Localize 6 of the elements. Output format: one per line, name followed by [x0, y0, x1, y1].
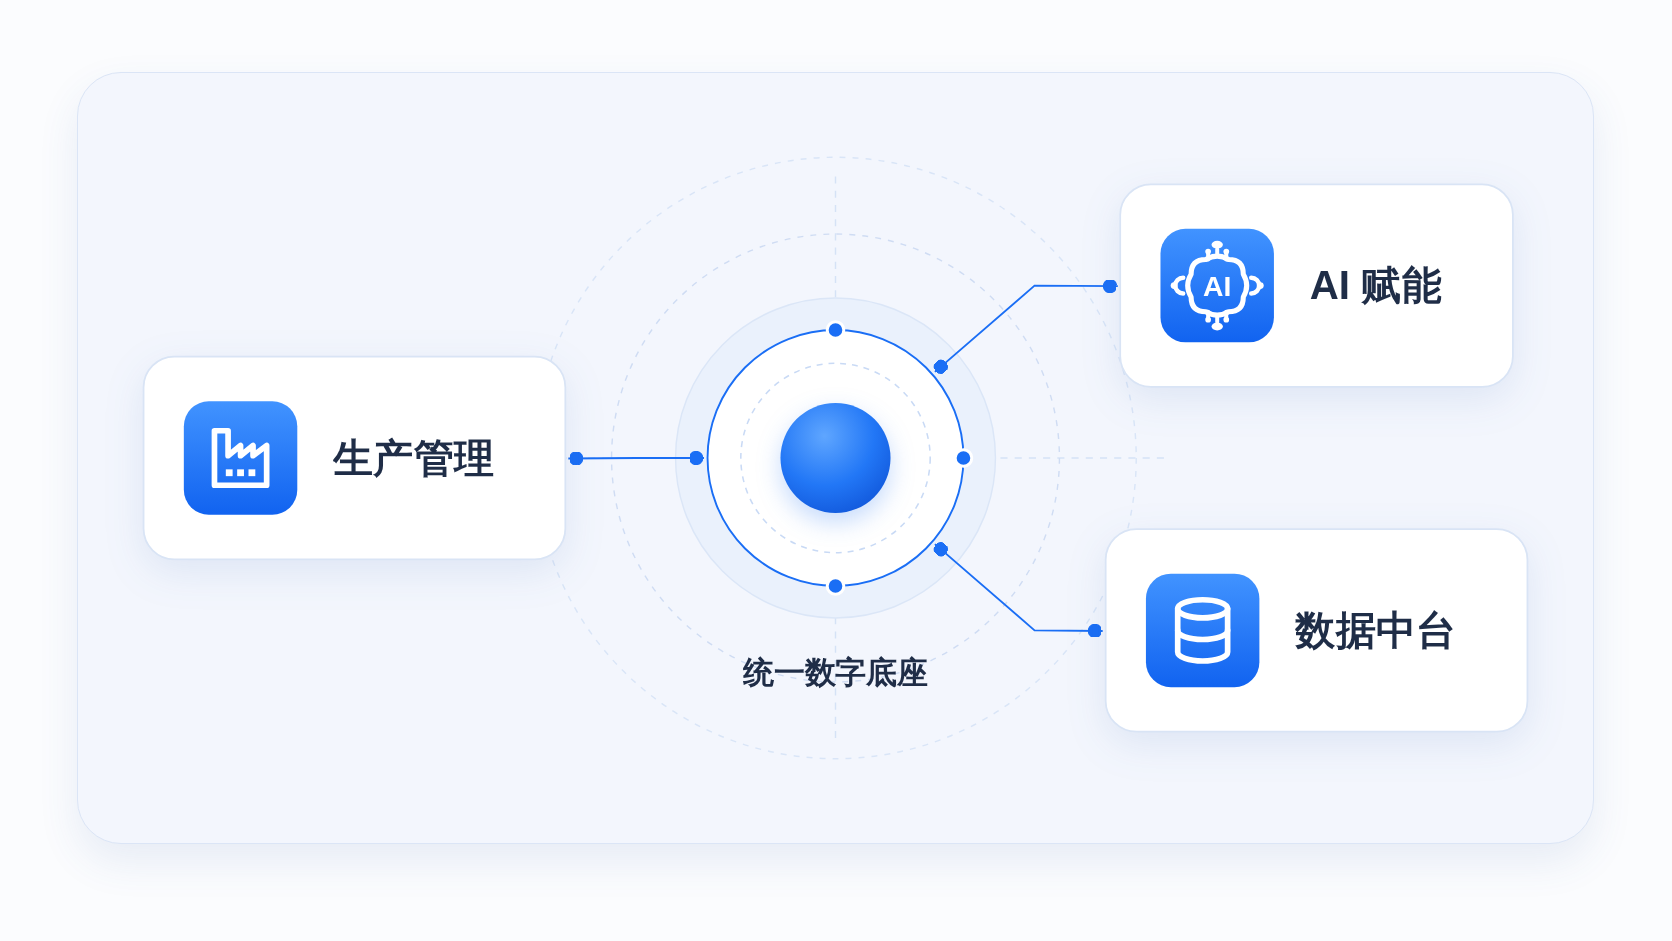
hub-label: 统一数字底座 — [743, 653, 928, 693]
card-title: AI 赋能 — [1309, 261, 1442, 310]
connector-line — [567, 450, 705, 466]
connector-line — [933, 542, 1104, 639]
connector-line — [933, 278, 1119, 374]
icon-text: AI — [1203, 269, 1232, 302]
